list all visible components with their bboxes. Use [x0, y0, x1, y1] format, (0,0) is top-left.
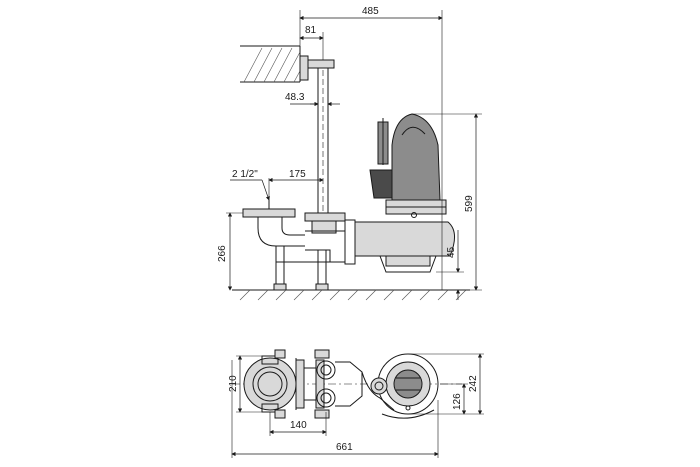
plan-view: 210 242 126 140 661 — [228, 349, 484, 458]
dim-242-label: 242 — [468, 375, 479, 392]
dim-599: 599 — [412, 113, 482, 291]
dim-485-label: 485 — [362, 6, 379, 17]
floor-hatch — [232, 289, 470, 301]
dim-661-label: 661 — [336, 442, 353, 453]
plan-discharge-flange — [243, 349, 297, 419]
dim-2-1-2-label: 2 1/2" — [232, 169, 258, 180]
upper-bracket — [299, 55, 335, 81]
plan-base-plate — [295, 349, 363, 419]
dim-48-3: 48.3 — [285, 92, 340, 107]
pump-unit — [354, 113, 455, 273]
dim-266-label: 266 — [217, 245, 228, 262]
dim-126-label: 126 — [452, 393, 463, 410]
dim-485: 485 — [299, 6, 443, 290]
plan-pump — [361, 353, 439, 419]
discharge-base — [242, 200, 356, 291]
dim-81-label: 81 — [305, 25, 317, 36]
dim-140: 140 — [269, 412, 327, 436]
dim-266: 266 — [217, 212, 243, 291]
dim-175-label: 175 — [289, 169, 306, 180]
dim-175: 175 — [268, 169, 324, 200]
dim-48-3-label: 48.3 — [285, 92, 305, 103]
dim-242: 242 — [408, 353, 484, 415]
dim-210: 210 — [228, 355, 270, 413]
dim-45-label: 45 — [446, 246, 457, 258]
dim-45: 45 — [436, 230, 464, 300]
dim-126: 126 — [440, 383, 468, 415]
dim-140-label: 140 — [290, 420, 307, 431]
dim-2-1-2: 2 1/2" — [230, 169, 270, 201]
dim-661: 661 — [231, 360, 439, 458]
dim-81: 81 — [299, 25, 324, 60]
wall-hatch — [240, 45, 301, 83]
dim-599-label: 599 — [464, 195, 475, 212]
dim-210-label: 210 — [228, 375, 239, 392]
elevation-view: 485 81 48.3 2 1/2" 175 — [217, 6, 482, 301]
guide-pipe — [317, 68, 329, 215]
